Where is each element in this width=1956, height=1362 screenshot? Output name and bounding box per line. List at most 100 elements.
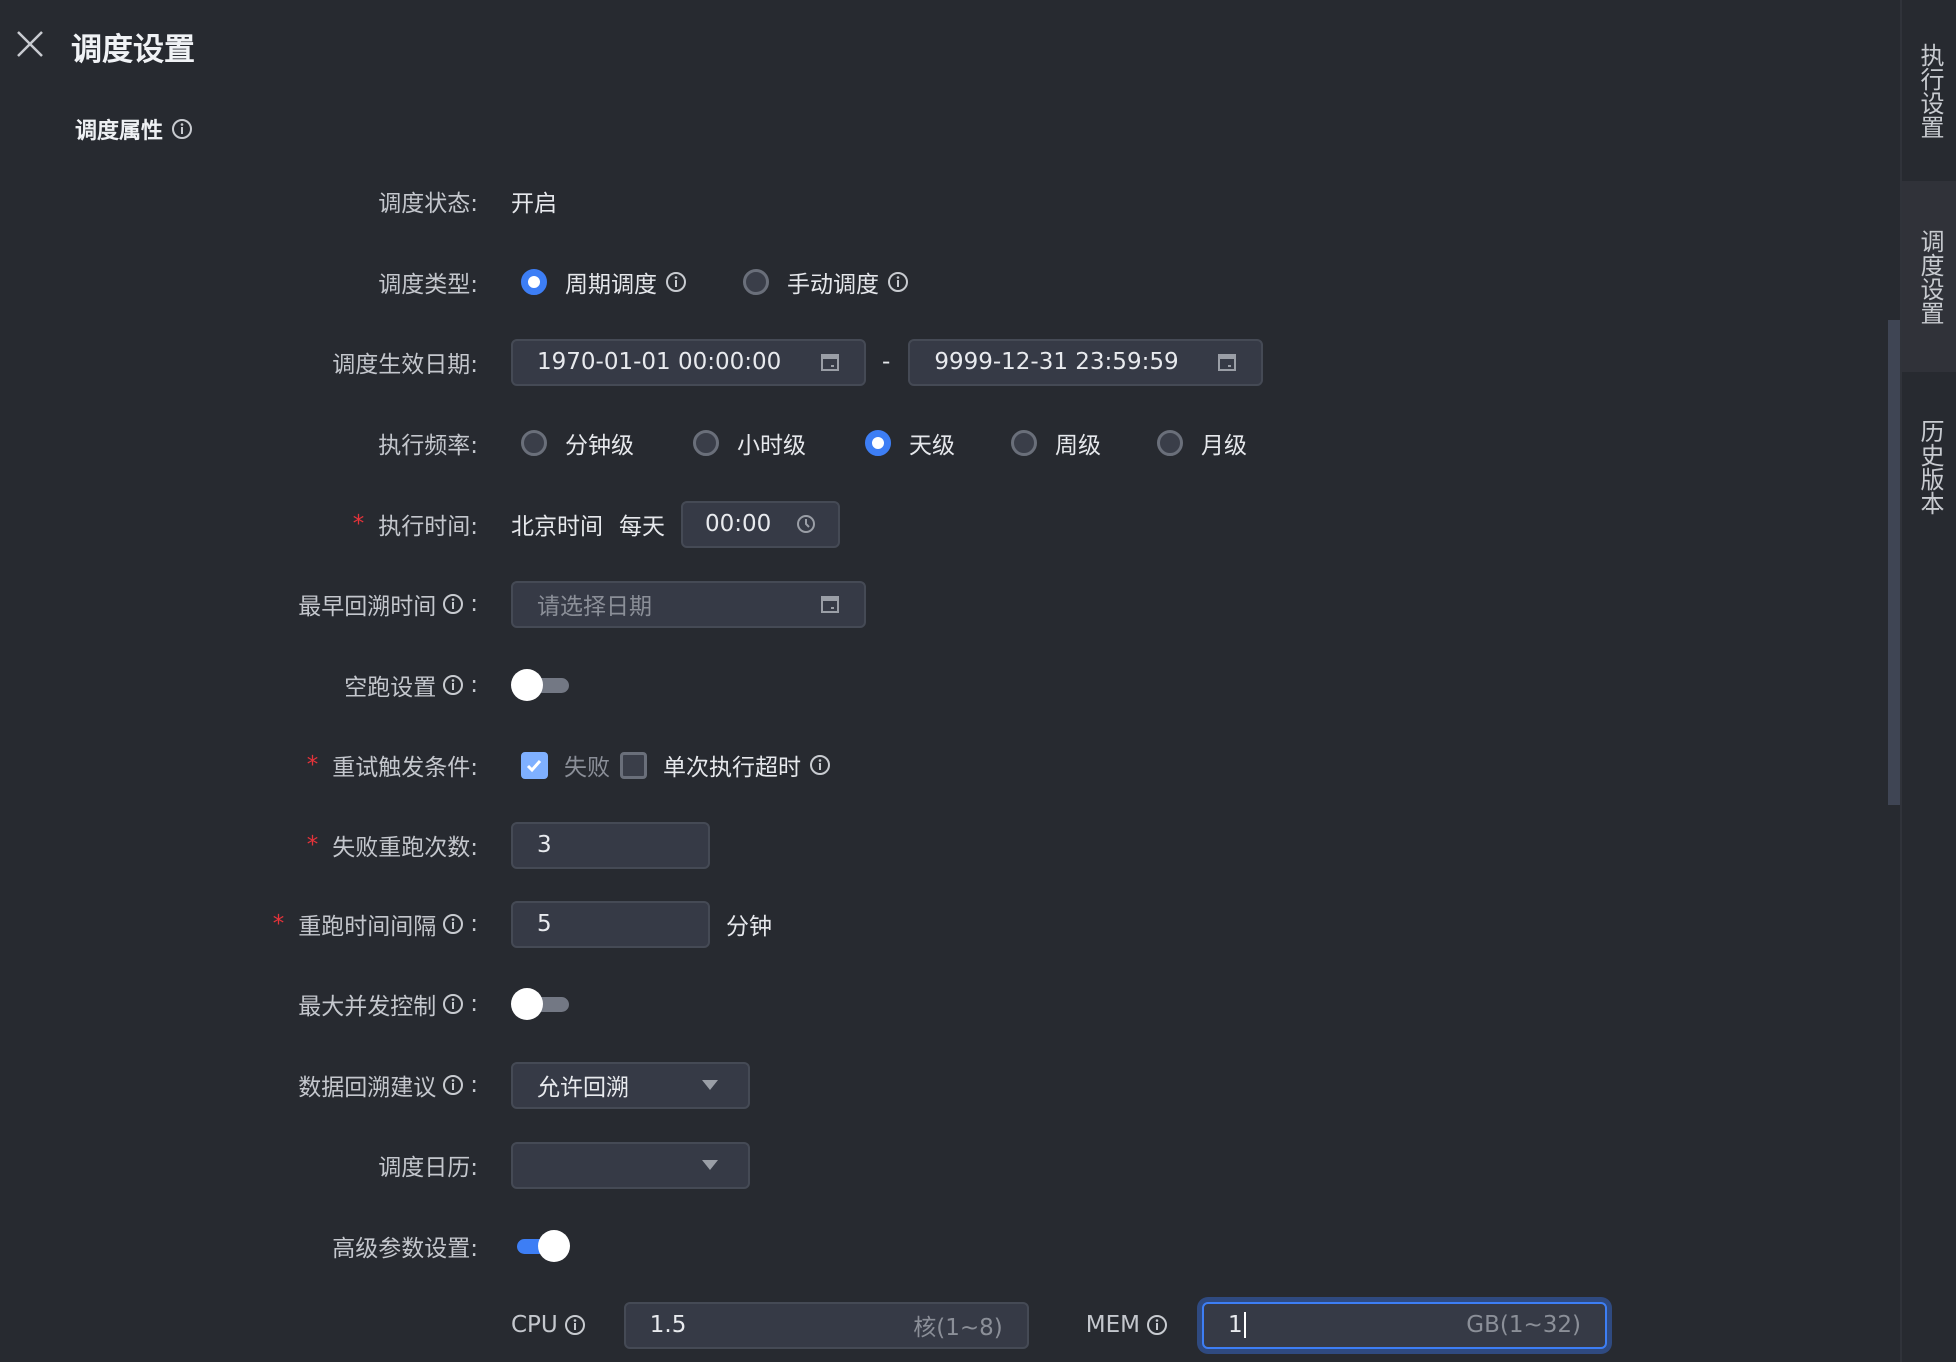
info-icon[interactable]	[564, 1314, 586, 1336]
side-tabs: 执行设置 调度设置 历史版本	[1900, 0, 1956, 1362]
row-calendar: 调度日历:	[0, 1141, 1880, 1189]
concurrency-label: 最大并发控制:	[0, 980, 478, 1028]
info-icon[interactable]	[887, 271, 909, 293]
radio-hour[interactable]: 小时级	[693, 426, 865, 460]
end-date-value: 9999-12-31 23:59:59	[934, 349, 1179, 375]
calendar-icon	[1218, 354, 1237, 371]
concurrency-toggle[interactable]	[511, 988, 570, 1020]
radio-icon[interactable]	[693, 430, 719, 456]
backtrack-placeholder: 请选择日期	[537, 594, 652, 620]
row-backtrack: 最早回溯时间: 请选择日期	[0, 580, 1880, 628]
info-icon[interactable]	[809, 754, 831, 776]
mem-suffix: GB(1~32)	[1466, 1312, 1581, 1338]
info-icon[interactable]	[442, 993, 464, 1015]
retry-interval-value: 5	[537, 911, 552, 937]
scrollbar[interactable]	[1888, 320, 1900, 805]
info-icon[interactable]	[665, 271, 687, 293]
info-icon[interactable]	[171, 118, 193, 140]
radio-label: 分钟级	[565, 433, 634, 459]
row-retry: *重试触发条件: 失败 单次执行超时	[0, 741, 1880, 789]
radio-label: 月级	[1201, 433, 1247, 459]
row-time: *执行时间: 北京时间 每天 00:00	[0, 500, 1880, 548]
radio-week[interactable]: 周级	[1011, 426, 1157, 460]
backtrack-label: 最早回溯时间:	[0, 580, 478, 628]
retry-count-input[interactable]: 3	[511, 821, 710, 869]
required-mark: *	[352, 511, 365, 537]
retry-count-label-text: 失败重跑次数:	[332, 835, 478, 861]
backtrack-date-input[interactable]: 请选择日期	[511, 580, 866, 628]
colon: :	[470, 1072, 478, 1098]
cpu-value: 1.5	[649, 1312, 687, 1338]
tab-history-versions[interactable]: 历史版本	[1902, 372, 1956, 562]
radio-icon[interactable]	[1157, 430, 1183, 456]
radio-month[interactable]: 月级	[1157, 426, 1247, 460]
retry-interval-input[interactable]: 5	[511, 900, 710, 948]
calendar-select[interactable]	[511, 1141, 750, 1189]
info-icon[interactable]	[442, 674, 464, 696]
dryrun-toggle[interactable]	[511, 669, 570, 701]
info-icon[interactable]	[442, 913, 464, 935]
required-mark: *	[306, 832, 319, 858]
time-label: *执行时间:	[0, 500, 478, 548]
retry-count-value: 3	[537, 832, 552, 858]
radio-icon[interactable]	[865, 430, 891, 456]
concurrency-label-text: 最大并发控制	[298, 994, 437, 1020]
end-date-input[interactable]: 9999-12-31 23:59:59	[908, 338, 1264, 386]
frequency-label: 执行频率:	[378, 433, 478, 459]
info-icon[interactable]	[442, 1074, 464, 1096]
cpu-label: CPU	[511, 1312, 558, 1338]
radio-periodic[interactable]: 周期调度	[521, 265, 687, 299]
caret-down-icon	[702, 1160, 718, 1170]
close-icon[interactable]	[14, 28, 46, 60]
section-title: 调度属性	[75, 113, 193, 145]
radio-label: 小时级	[737, 433, 806, 459]
page-title: 调度设置	[71, 32, 195, 68]
colon: :	[470, 672, 478, 698]
radio-icon[interactable]	[1011, 430, 1037, 456]
radio-minute[interactable]: 分钟级	[521, 426, 693, 460]
backfill-select[interactable]: 允许回溯	[511, 1061, 750, 1109]
calendar-label: 调度日历:	[378, 1155, 478, 1181]
radio-icon[interactable]	[521, 430, 547, 456]
effective-label: 调度生效日期:	[332, 352, 478, 378]
time-value: 00:00	[705, 511, 772, 537]
timezone-text: 北京时间	[511, 514, 603, 540]
checkbox-timeout[interactable]	[620, 751, 647, 779]
tab-schedule-settings[interactable]: 调度设置	[1902, 181, 1956, 372]
retry-interval-label-text: 重跑时间间隔	[298, 914, 437, 940]
date-separator: -	[882, 349, 891, 375]
radio-label: 周级	[1055, 433, 1101, 459]
status-value: 开启	[511, 191, 557, 217]
advanced-toggle[interactable]	[511, 1230, 570, 1262]
radio-icon[interactable]	[521, 269, 547, 295]
info-icon[interactable]	[442, 593, 464, 615]
colon: :	[470, 911, 478, 937]
cpu-suffix: 核(1~8)	[913, 1315, 1003, 1341]
row-effective: 调度生效日期: 1970-01-01 00:00:00 - 9999-12-31…	[0, 338, 1880, 386]
info-icon[interactable]	[1146, 1314, 1168, 1336]
row-retry-count: * 失败重跑次数: 3	[0, 821, 1880, 869]
radio-icon[interactable]	[743, 269, 769, 295]
cpu-input[interactable]: 1.5 核(1~8)	[623, 1301, 1029, 1349]
row-backfill: 数据回溯建议: 允许回溯	[0, 1061, 1880, 1109]
radio-day[interactable]: 天级	[865, 426, 1011, 460]
row-dryrun: 空跑设置:	[0, 661, 1880, 709]
retry-label-text: 重试触发条件:	[332, 755, 478, 781]
checkbox-timeout-label: 单次执行超时	[663, 755, 801, 781]
row-advanced: 高级参数设置:	[0, 1222, 1880, 1270]
radio-manual[interactable]: 手动调度	[743, 265, 909, 299]
colon: :	[470, 591, 478, 617]
radio-label: 手动调度	[787, 272, 879, 298]
backtrack-label-text: 最早回溯时间	[298, 594, 437, 620]
start-date-input[interactable]: 1970-01-01 00:00:00	[511, 338, 866, 386]
checkbox-failed[interactable]	[521, 751, 548, 779]
section-title-text: 调度属性	[75, 119, 164, 144]
tab-execution-settings[interactable]: 执行设置	[1902, 0, 1956, 181]
type-label: 调度类型:	[378, 272, 478, 298]
backfill-label-text: 数据回溯建议	[298, 1075, 437, 1101]
status-label: 调度状态:	[378, 191, 478, 217]
time-input[interactable]: 00:00	[681, 500, 840, 548]
dryrun-label-text: 空跑设置	[344, 675, 437, 701]
